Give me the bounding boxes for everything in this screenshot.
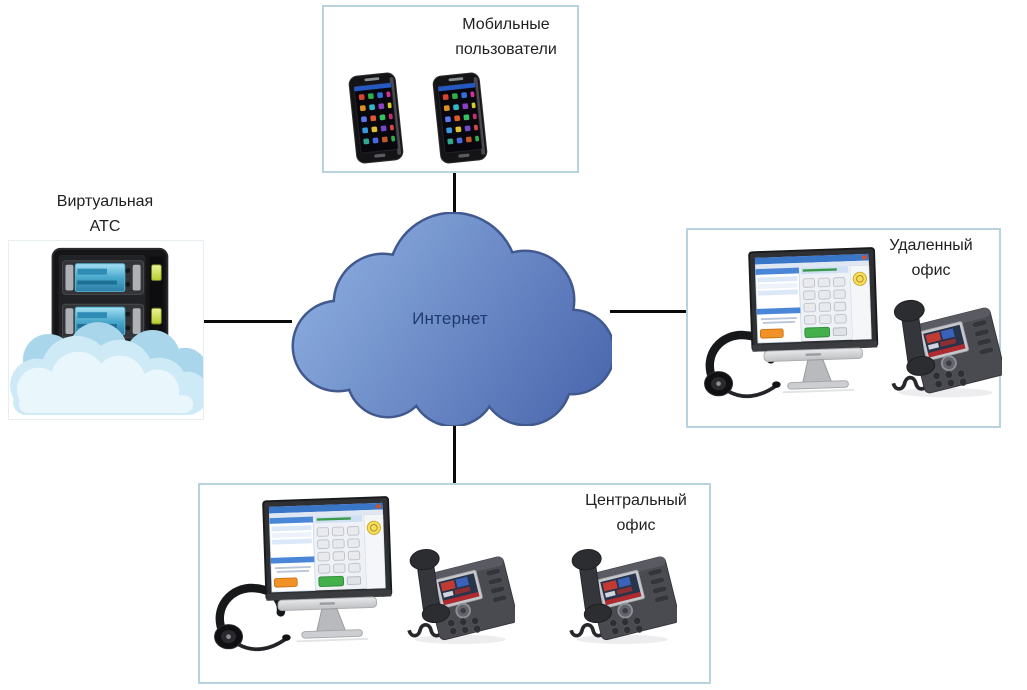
- smartphone-icon: [429, 71, 490, 166]
- virtual-pbx-label: Виртуальная АТС: [56, 193, 154, 235]
- central-office-box: Центральный офис: [198, 483, 711, 684]
- internet-label: Интернет: [412, 309, 488, 328]
- softphone-monitor-icon: [255, 495, 402, 650]
- ip-phone-icon: [884, 280, 1002, 406]
- remote-office-box: Удаленный офис: [686, 228, 1001, 428]
- mobile-users-box: Мобильные пользователи: [322, 5, 579, 173]
- connector-internet-pbx: [204, 320, 292, 323]
- ip-phone-icon: [562, 529, 677, 653]
- connector-internet-mobile: [453, 173, 456, 213]
- central-office-label: Центральный офис: [585, 492, 687, 534]
- server-in-cloud-icon: [9, 241, 203, 419]
- softphone-monitor-icon: [741, 246, 888, 401]
- connector-internet-central: [453, 425, 456, 483]
- mobile-users-label: Мобильные пользователи: [455, 16, 557, 58]
- smartphone-icon: [345, 71, 406, 166]
- virtual-pbx-node: [8, 240, 204, 420]
- ip-phone-icon: [400, 529, 515, 653]
- internet-cloud: Интернет: [288, 212, 612, 426]
- connector-internet-remote: [610, 310, 688, 313]
- remote-office-label: Удаленный офис: [889, 237, 973, 279]
